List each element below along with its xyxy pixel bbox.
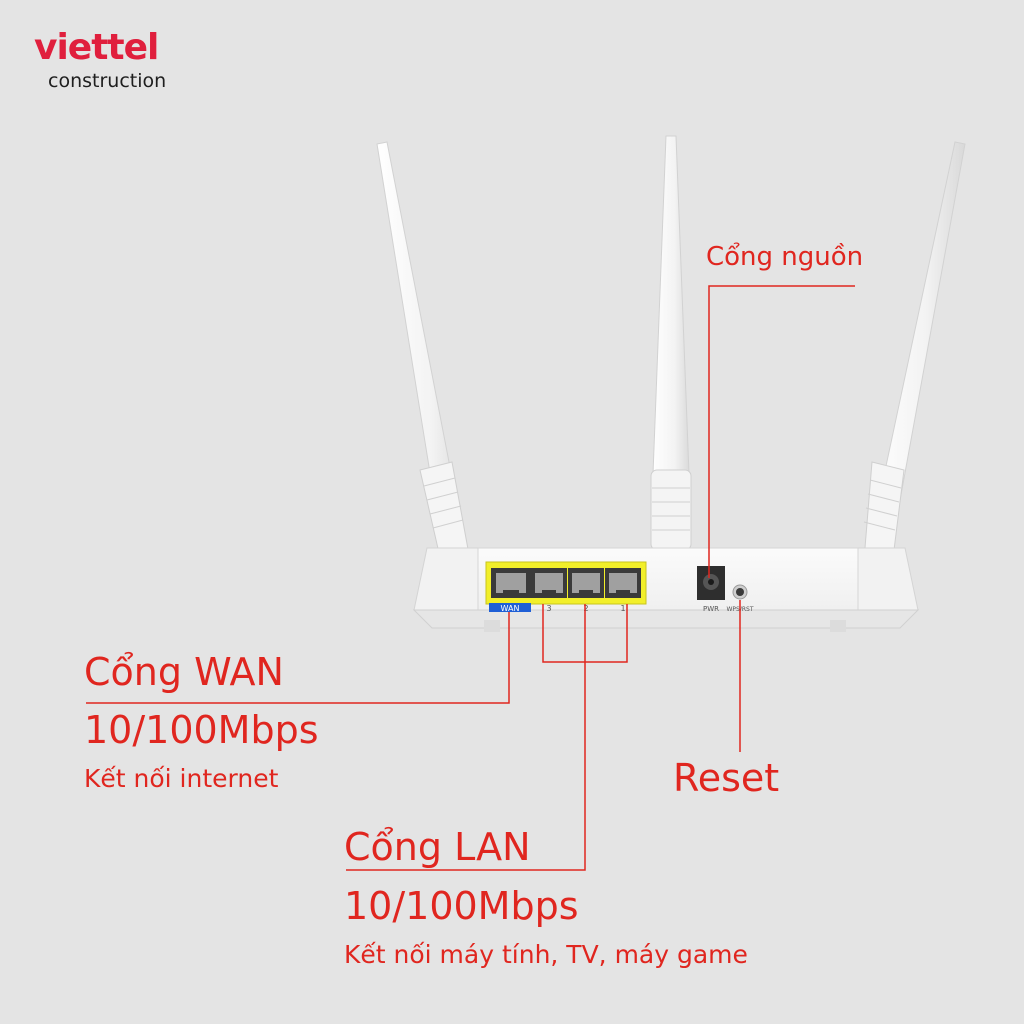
power-leader [708, 285, 855, 578]
wan-title: Cổng WAN [84, 650, 284, 694]
logo-brand-text: viettel [34, 27, 159, 68]
power-jack [697, 566, 725, 600]
wan-label-bg [489, 603, 531, 612]
wan-port [491, 568, 531, 598]
middle-antenna [650, 135, 692, 551]
lan-speed: 10/100Mbps [344, 884, 579, 928]
right-antenna [863, 141, 966, 567]
leader-lines [86, 285, 855, 871]
lan-port-1-label: 1 [620, 604, 625, 613]
lan-port-3-label: 3 [546, 604, 551, 613]
reset-label: Reset [673, 756, 780, 800]
reset-button-hole [732, 584, 748, 600]
brand-logo: viettel construction [34, 27, 167, 93]
lan-title: Cổng LAN [344, 825, 531, 869]
wan-description: Kết nối internet [84, 764, 279, 793]
power-port-label: Cổng nguồn [706, 242, 864, 272]
pwr-label: PWR [703, 605, 719, 613]
left-antenna [376, 141, 471, 567]
wan-port-label: WAN [501, 604, 520, 613]
logo-sub-text: construction [48, 70, 167, 92]
lan-port-2-label: 2 [583, 604, 588, 613]
lan-port-3 [531, 568, 567, 598]
lan-description: Kết nối máy tính, TV, máy game [344, 940, 748, 969]
lan-port-2 [568, 568, 604, 598]
lan-leader [346, 662, 586, 871]
wan-speed: 10/100Mbps [84, 708, 319, 752]
wan-leader [86, 612, 510, 704]
lan-port-1 [605, 568, 641, 598]
